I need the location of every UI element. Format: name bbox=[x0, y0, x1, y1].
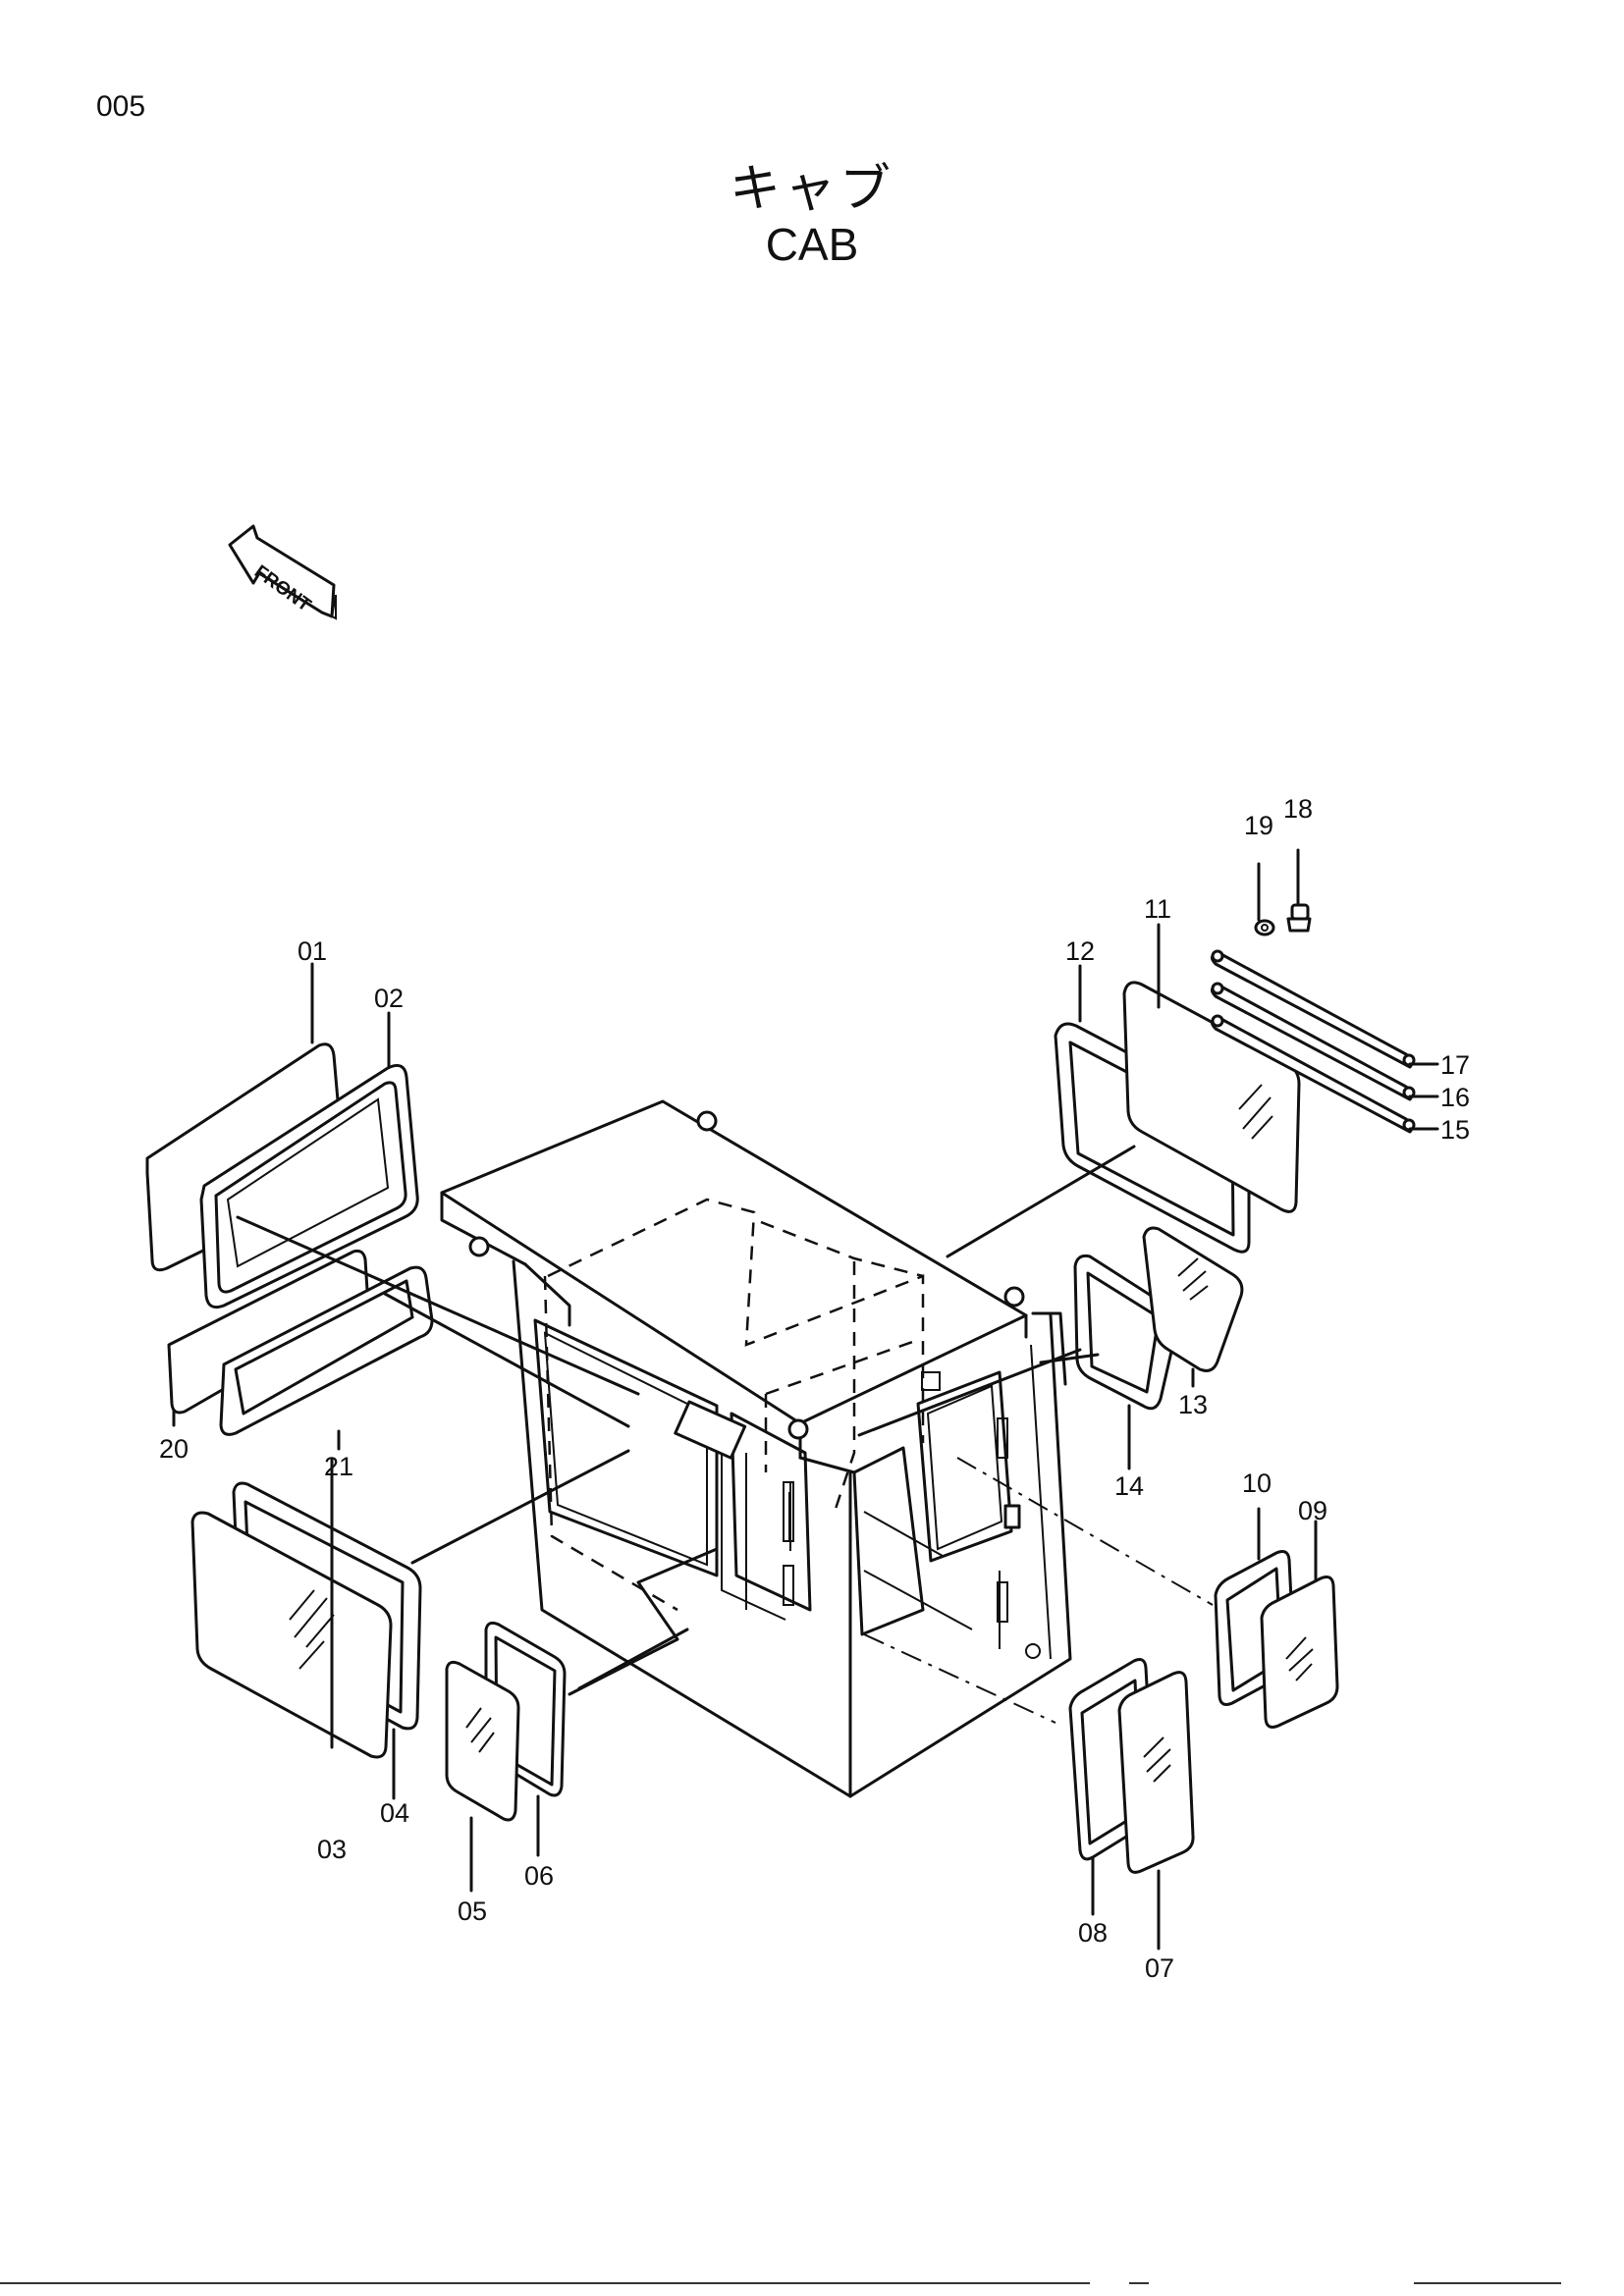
part-number-labels: 01 02 03 04 05 06 07 08 09 10 11 12 13 1… bbox=[159, 794, 1470, 1983]
label-03: 03 bbox=[317, 1835, 347, 1864]
label-05: 05 bbox=[458, 1896, 487, 1926]
label-19: 19 bbox=[1244, 811, 1273, 840]
part-17-strip bbox=[1211, 949, 1416, 1069]
part-21-seal bbox=[219, 1265, 434, 1436]
part-13-glass bbox=[1142, 1226, 1244, 1372]
label-20: 20 bbox=[159, 1434, 189, 1464]
part-03-glass bbox=[190, 1511, 393, 1759]
label-10: 10 bbox=[1242, 1468, 1272, 1498]
page-number: 005 bbox=[96, 90, 146, 123]
label-16: 16 bbox=[1440, 1083, 1470, 1112]
label-12: 12 bbox=[1065, 936, 1095, 966]
part-05-glass bbox=[445, 1660, 520, 1822]
part-19-washer bbox=[1254, 919, 1275, 936]
part-16-strip bbox=[1211, 982, 1416, 1101]
label-17: 17 bbox=[1440, 1050, 1470, 1080]
part-09-glass bbox=[1260, 1575, 1339, 1729]
label-11: 11 bbox=[1144, 894, 1171, 924]
label-02: 02 bbox=[374, 984, 404, 1013]
part-02-seal bbox=[199, 1064, 419, 1309]
title-japanese: キャブ bbox=[729, 160, 894, 219]
label-14: 14 bbox=[1114, 1471, 1144, 1501]
label-21: 21 bbox=[324, 1452, 353, 1481]
footer-rule-left bbox=[0, 2282, 1090, 2284]
label-08: 08 bbox=[1078, 1918, 1108, 1948]
label-06: 06 bbox=[524, 1861, 554, 1891]
label-09: 09 bbox=[1298, 1496, 1327, 1525]
label-13: 13 bbox=[1178, 1390, 1208, 1419]
part-18-bolt bbox=[1286, 903, 1312, 933]
label-15: 15 bbox=[1440, 1115, 1470, 1145]
label-04: 04 bbox=[380, 1798, 409, 1828]
label-01: 01 bbox=[298, 936, 327, 966]
label-07: 07 bbox=[1145, 1953, 1174, 1983]
label-18: 18 bbox=[1283, 794, 1313, 824]
part-07-glass bbox=[1117, 1671, 1195, 1874]
title-english: CAB bbox=[765, 219, 859, 270]
footer-rule-right bbox=[1414, 2282, 1561, 2284]
front-arrow-icon: FRONT bbox=[228, 524, 337, 620]
part-11-glass bbox=[1122, 981, 1301, 1213]
part-14-seal bbox=[1073, 1255, 1178, 1411]
leader-lines bbox=[172, 848, 1439, 1950]
cab-body bbox=[440, 1099, 1072, 1798]
footer-rule-mid bbox=[1129, 2282, 1149, 2284]
